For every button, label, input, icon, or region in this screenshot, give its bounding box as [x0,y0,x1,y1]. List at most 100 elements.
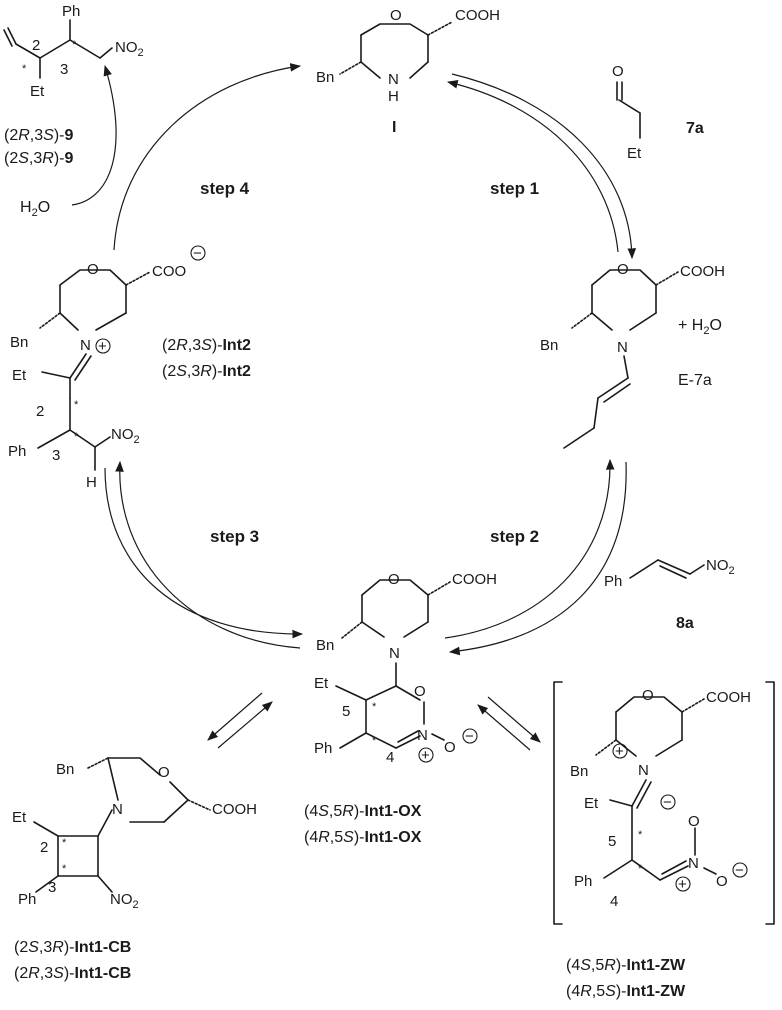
equilibrium-to-ZW [477,696,541,751]
atom-N: N [617,339,628,356]
locant-3: 3 [48,879,56,896]
atom-Bn: Bn [570,763,588,780]
atom-Ph: Ph [18,891,36,908]
atom-Ph: Ph [8,443,26,460]
stereo-star: * [372,735,377,747]
stereo-star: * [72,39,77,51]
atom-COOH: COOH [212,801,257,818]
nitrostyrene-8a: Ph NO2 8a [604,557,735,632]
arrow-step4 [113,63,302,251]
label-Int1-CB-a: (2S,3R)-Int1-CB [14,939,131,956]
locant-2: 2 [32,37,40,54]
atom-O: O [716,873,728,890]
atom-NO2: NO2 [110,891,139,911]
locant-5: 5 [342,703,350,720]
atom-N: N [388,71,399,88]
label-Int1-ZW-a: (4S,5R)-Int1-ZW [566,957,686,974]
atom-H: H [388,88,399,105]
locant-3: 3 [52,447,60,464]
atom-N: N [417,727,428,744]
locant-5: 5 [608,833,616,850]
atom-Et: Et [314,675,329,692]
aldehyde-7a: O Et 7a [612,63,704,162]
label-9-a: (2R,3S)-9 [4,127,73,144]
locant-2: 2 [40,839,48,856]
atom-N: N [80,337,91,354]
atom-COOH: COOH [680,263,725,280]
intermediate-Int1-CB: Bn O N COOH Et Ph NO2 2 3 * * (2S,3R)-In… [12,757,257,982]
intermediate-Int1-ZW: O COOH + N Bn Et Ph N O − O − + 5 4 * * … [553,681,775,1000]
label-E-7a: E-7a [678,372,712,389]
stereo-star: * [74,399,79,411]
charge-minus: − [193,245,202,262]
stereo-star: * [638,863,643,875]
label-Int1-OX-b: (4R,5S)-Int1-OX [304,829,422,846]
step-2-label: step 2 [490,527,539,546]
charge-plus: + [678,876,687,893]
arrow-step2-reverse [444,458,615,639]
intermediate-Int1-OX: O COOH N Bn Et Ph O N O − + 5 4 * * (4S,… [304,571,497,846]
atom-Bn: Bn [316,69,334,86]
stereo-star: * [74,431,79,443]
atom-Ph: Ph [604,573,622,590]
charge-minus: − [465,728,474,745]
label-Int1-ZW-b: (4R,5S)-Int1-ZW [566,983,686,1000]
label-Int1-OX-a: (4S,5R)-Int1-OX [304,803,422,820]
label-Int2-a: (2R,3S)-Int2 [162,337,251,354]
atom-COOH: COOH [706,689,751,706]
stereo-star: * [638,829,643,841]
label-catalyst-I: I [392,119,396,136]
label-Int2-b: (2S,3R)-Int2 [162,363,251,380]
atom-Bn: Bn [56,761,74,778]
label-9-b: (2S,3R)-9 [4,150,73,167]
water-left: H2O [20,199,50,219]
stereo-star: * [62,863,67,875]
locant-3: 3 [60,61,68,78]
atom-O: O [612,63,624,80]
locant-4: 4 [610,893,618,910]
atom-Ph: Ph [314,740,332,757]
atom-NO2: NO2 [111,426,140,446]
atom-NO2: NO2 [706,557,735,577]
water-plus: + H2O [678,317,722,337]
atom-O: O [388,571,400,588]
charge-minus: − [735,862,744,879]
atom-Bn: Bn [540,337,558,354]
atom-N: N [112,801,123,818]
arrow-step1-forward [451,73,637,260]
arrow-step3-forward [115,460,301,649]
atom-O: O [414,683,426,700]
atom-O: O [158,764,170,781]
enamine-E-7a: O COOH N Bn + H2O E-7a [540,261,725,449]
atom-N: N [389,645,400,662]
charge-minus: − [663,794,672,811]
atom-Bn: Bn [10,334,28,351]
atom-Ph: Ph [574,873,592,890]
arrow-to-product9 [71,64,117,206]
atom-Et: Et [30,83,45,100]
label-Int1-CB-b: (2R,3S)-Int1-CB [14,965,131,982]
atom-O: O [642,687,654,704]
label-7a: 7a [686,120,704,137]
atom-Et: Et [627,145,642,162]
locant-2: 2 [36,403,44,420]
charge-plus: + [615,743,624,760]
atom-COOH: COOH [452,571,497,588]
stereo-star: * [22,63,27,75]
atom-O: O [444,739,456,756]
atom-Bn: Bn [316,637,334,654]
atom-O: O [390,7,402,24]
stereo-star: * [62,837,67,849]
step-1-label: step 1 [490,179,539,198]
atom-Et: Et [12,809,27,826]
atom-Et: Et [584,795,599,812]
catalyst-I: O COOH N H Bn I [316,7,500,136]
step-4-label: step 4 [200,179,250,198]
atom-Et: Et [12,367,27,384]
stereo-star: * [372,701,377,713]
intermediate-Int2: O COO − N + Bn Et Ph H NO2 2 3 * * (2R,3… [8,245,251,491]
atom-O: O [617,261,629,278]
arrow-step1-reverse [446,80,619,253]
